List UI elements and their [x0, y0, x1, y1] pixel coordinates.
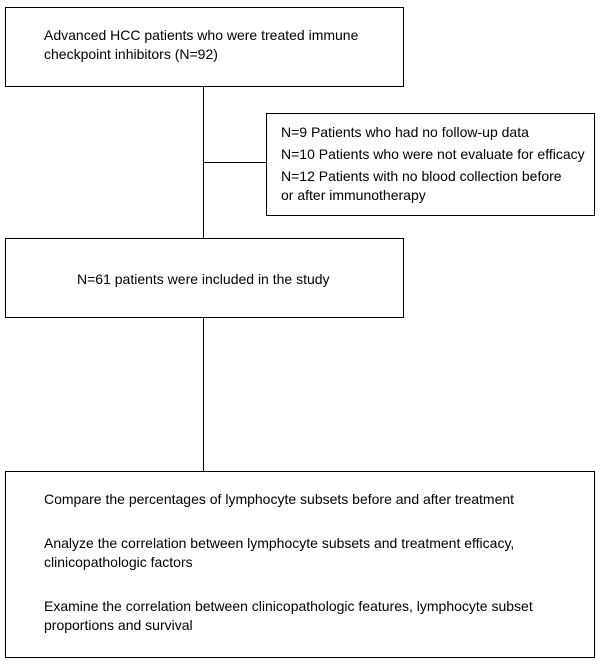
enrolled-patients-box: Advanced HCC patients who were treated i… [5, 7, 404, 87]
enrolled-line-1: Advanced HCC patients who were treated i… [44, 27, 359, 43]
exclusion-line-3: N=12 Patients with no blood collection b… [281, 168, 562, 184]
connector-exclusion-branch [203, 162, 266, 163]
exclusion-line-2: N=10 Patients who were not evaluate for … [281, 146, 585, 162]
analysis-item-3-line-2: proportions and survival [44, 617, 193, 633]
excluded-patients-box: N=9 Patients who had no follow-up data N… [266, 113, 595, 216]
analysis-item-2-line-2: clinicopathologic factors [44, 554, 193, 570]
analysis-item-2-line-1: Analyze the correlation between lymphocy… [44, 535, 515, 551]
exclusion-line-4: or after immunotherapy [281, 187, 426, 203]
analysis-item-3-line-1: Examine the correlation between clinicop… [44, 598, 533, 614]
included-text: N=61 patients were included in the study [77, 271, 330, 287]
exclusion-line-1: N=9 Patients who had no follow-up data [281, 124, 529, 140]
analysis-box: Compare the percentages of lymphocyte su… [5, 471, 595, 658]
enrolled-line-2: checkpoint inhibitors (N=92) [44, 46, 218, 62]
included-patients-box: N=61 patients were included in the study [5, 238, 404, 318]
connector-main-lower [203, 318, 204, 471]
analysis-item-1: Compare the percentages of lymphocyte su… [44, 491, 515, 507]
